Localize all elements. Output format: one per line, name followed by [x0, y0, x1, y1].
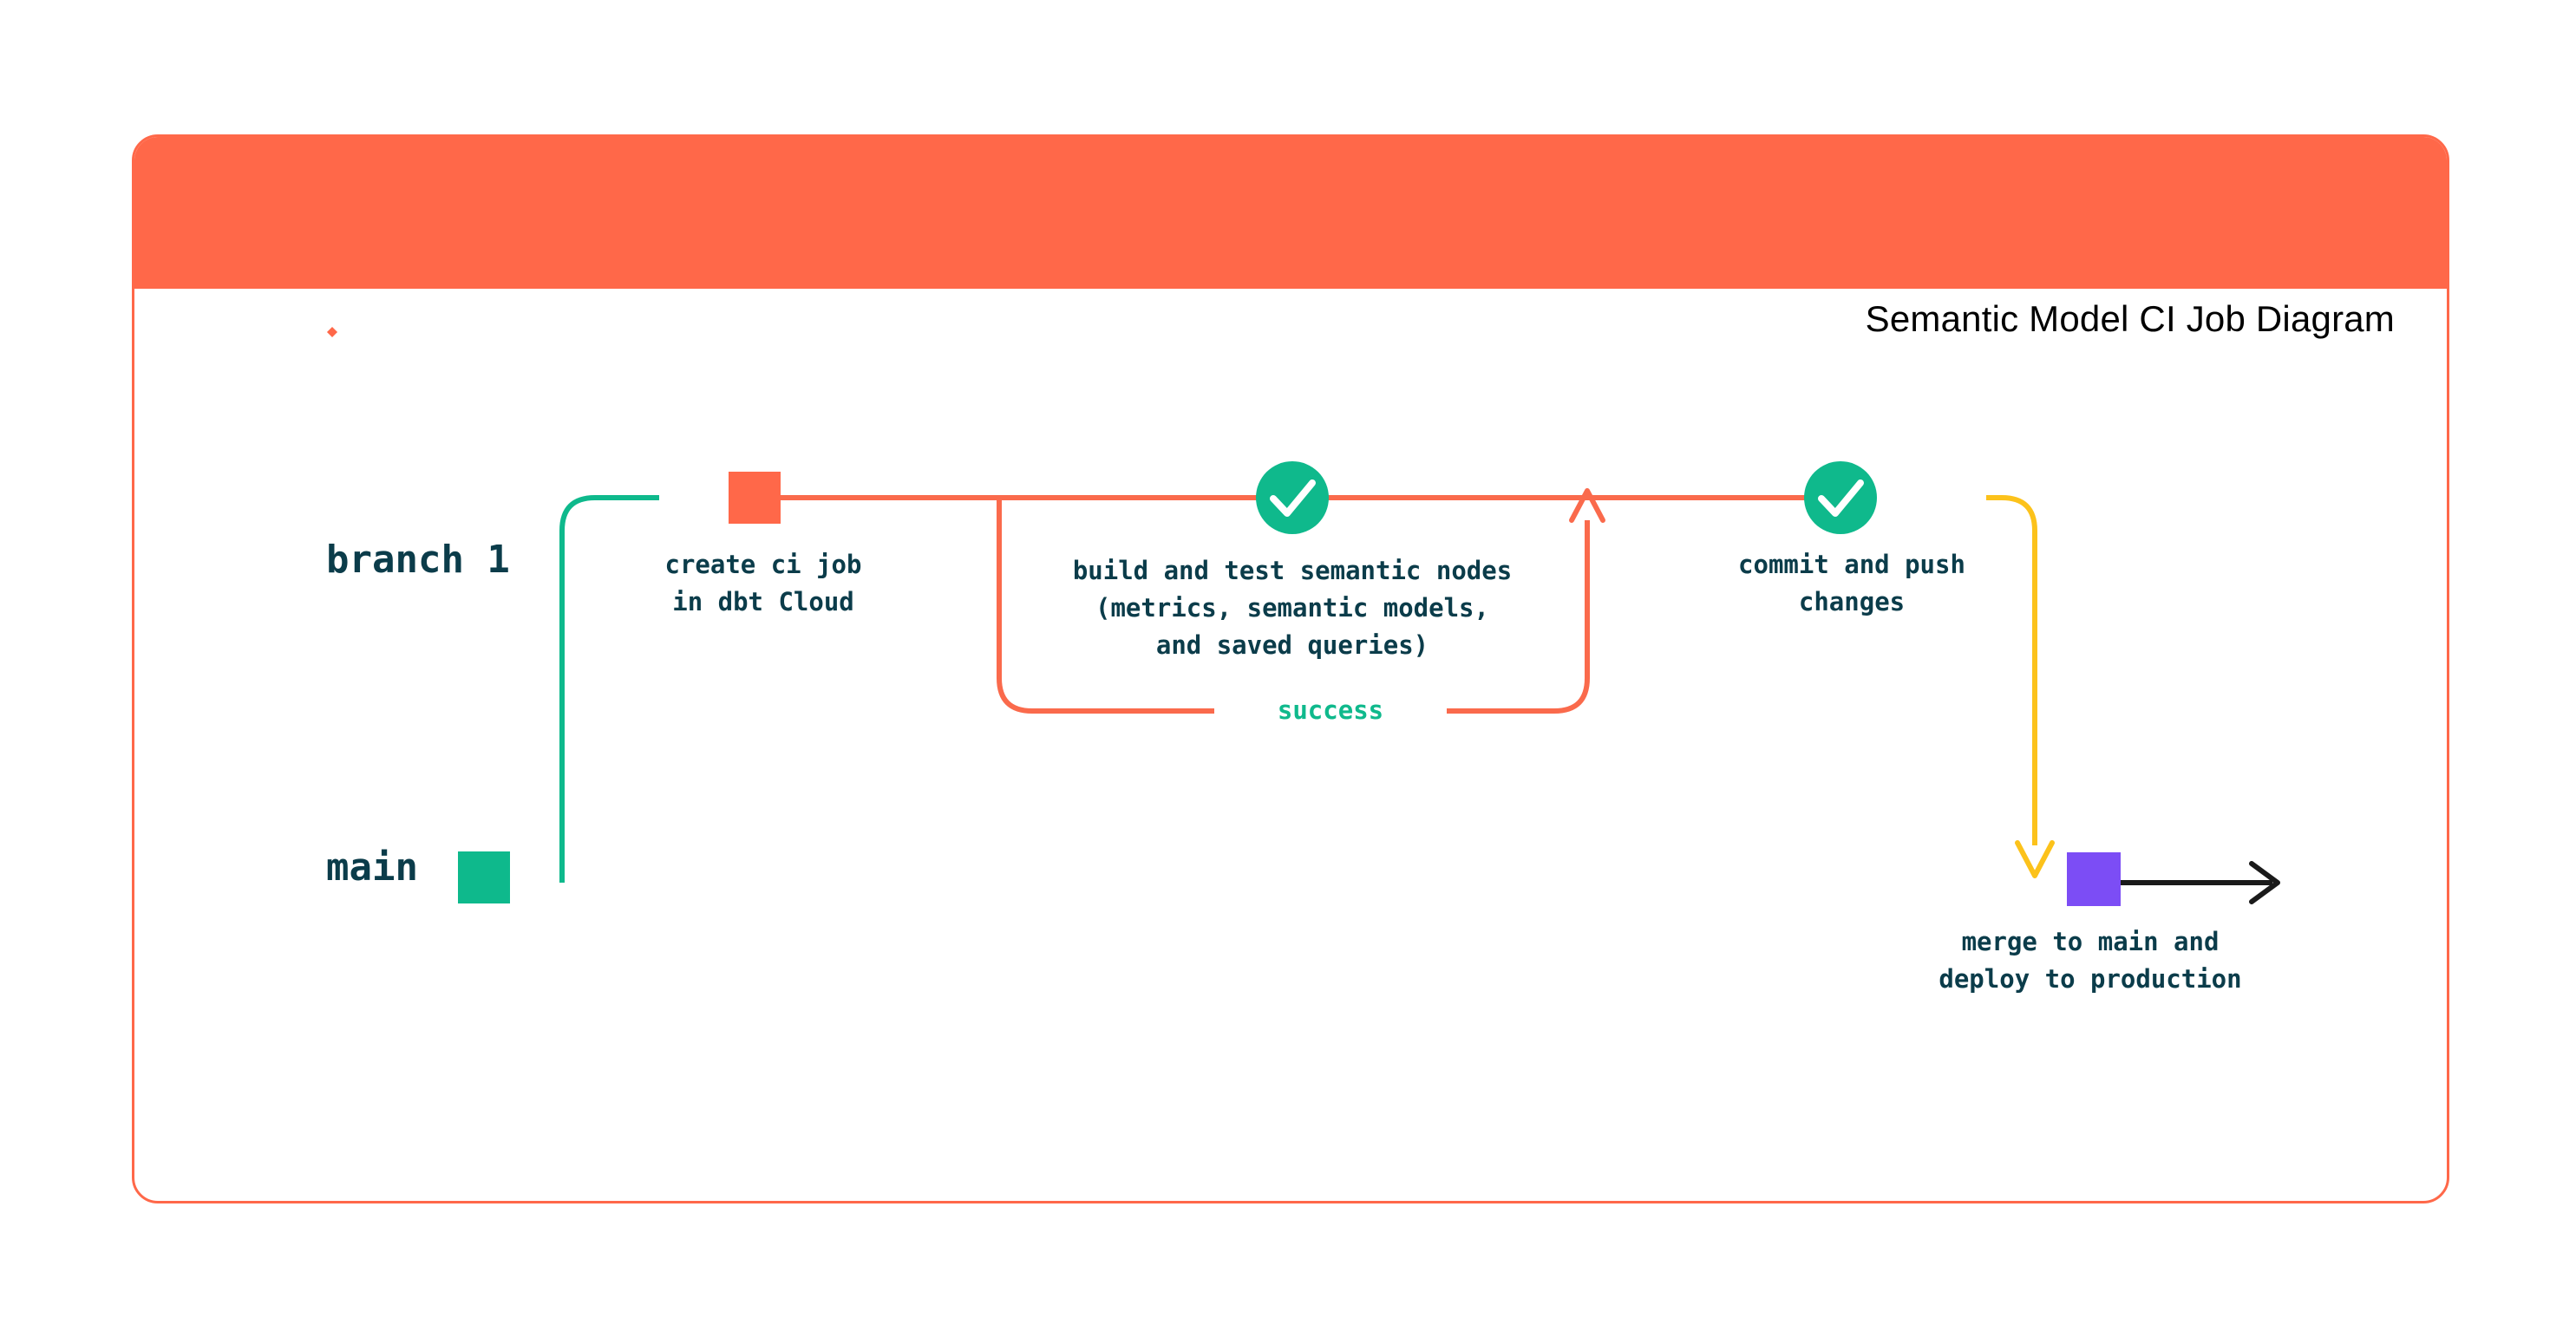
caption-build-and-test: build and test semantic nodes (metrics, …: [1072, 556, 1513, 660]
caption-create-ci-job: create ci job in dbt Cloud: [664, 550, 862, 616]
caption-merge-to-main: merge to main and deploy to production: [1939, 927, 2242, 994]
lane-label-main: main: [326, 845, 418, 890]
card-header: [134, 137, 2447, 289]
caption-commit-and-push: commit and push changes: [1738, 550, 1965, 616]
page-title: Semantic Model CI Job Diagram: [1865, 298, 2395, 339]
dbt-logo-icon: [297, 299, 368, 365]
diagram-card: Semantic Model CI Job Diagram: [132, 134, 2449, 1203]
lane-label-branch-1: branch 1: [326, 538, 510, 582]
retry-loop-success-label: success: [1214, 695, 1447, 725]
